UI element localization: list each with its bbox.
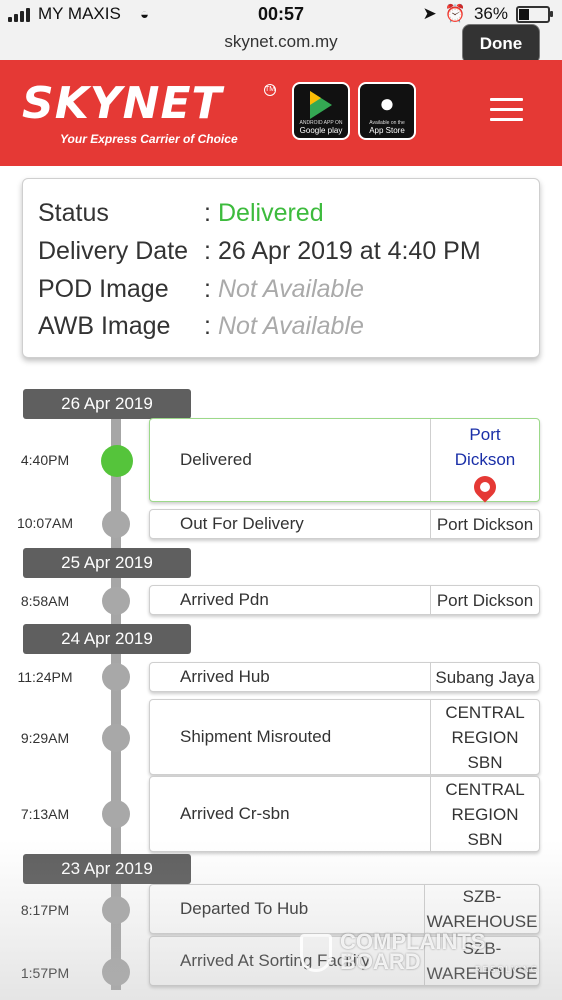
menu-icon[interactable] <box>490 98 523 128</box>
apple-icon: ● <box>379 88 395 118</box>
url-bar[interactable]: skynet.com.my <box>224 32 338 51</box>
timeline-dot <box>102 587 130 615</box>
battery-percent: 36% <box>473 4 508 23</box>
tracking-event: Arrived At Sorting Facility SZB- WAREHOU… <box>149 936 540 986</box>
wifi-icon: ◒ <box>140 6 150 23</box>
status-value: Delivered <box>218 199 324 227</box>
shipment-summary-card: Status : Delivered Delivery Date : 26 Ap… <box>22 178 540 358</box>
timeline-dot <box>102 724 130 752</box>
tracking-event: Arrived Cr-sbn CENTRAL REGION SBN <box>149 776 540 852</box>
tracking-event: Departed To Hub SZB- WAREHOUSE <box>149 884 540 934</box>
alarm-icon: ⏰ <box>444 4 466 23</box>
event-time: 10:07AM <box>16 515 74 531</box>
google-play-badge[interactable]: ANDROID APP ON Google play <box>292 82 350 140</box>
event-location: CENTRAL REGION SBN <box>430 777 539 851</box>
event-location: Port Dickson <box>430 586 539 614</box>
event-time: 1:57PM <box>20 965 70 981</box>
timeline-dot <box>102 958 130 986</box>
event-time: 8:58AM <box>20 593 70 609</box>
tracking-event: Arrived Pdn Port Dickson <box>149 585 540 615</box>
event-time: 9:29AM <box>20 730 70 746</box>
date-header: 23 Apr 2019 <box>23 854 191 884</box>
clock: 00:57 <box>257 4 305 24</box>
browser-status-bar: MY MAXIS ◒ 00:57 ➤ ⏰ 36% skynet.com.my D… <box>0 0 562 64</box>
tracking-event: Arrived Hub Subang Jaya <box>149 662 540 692</box>
timeline-dot <box>102 663 130 691</box>
timeline-dot <box>102 510 130 538</box>
timeline-line <box>111 410 121 990</box>
awb-image-value: Not Available <box>218 312 364 340</box>
timeline-dot <box>102 800 130 828</box>
event-time: 4:40PM <box>20 452 70 468</box>
date-header: 26 Apr 2019 <box>23 389 191 419</box>
event-status: Out For Delivery <box>180 514 304 533</box>
tracking-event: Out For Delivery Port Dickson <box>149 509 540 539</box>
event-location: CENTRAL REGION SBN <box>430 700 539 774</box>
map-pin-icon[interactable] <box>469 471 501 503</box>
skynet-logo[interactable]: SKYNET TM Your Express Carrier of Choice <box>22 82 282 146</box>
event-location: SZB- WAREHOUSE <box>424 937 539 985</box>
event-status: Arrived Pdn <box>180 590 269 609</box>
tagline: Your Express Carrier of Choice <box>60 132 238 146</box>
timeline-dot-delivered <box>101 445 133 477</box>
event-status: Delivered <box>180 450 252 469</box>
carrier-name: MY MAXIS <box>38 4 121 23</box>
event-time: 7:13AM <box>20 806 70 822</box>
event-status: Arrived Hub <box>180 667 270 686</box>
trademark-icon: TM <box>264 84 276 96</box>
tracking-event: Delivered Port Dickson <box>149 418 540 503</box>
location-icon: ➤ <box>422 4 437 23</box>
event-status: Shipment Misrouted <box>180 727 332 746</box>
event-location-link[interactable]: Port Dickson <box>430 419 539 503</box>
battery-icon <box>516 5 553 23</box>
shield-icon <box>300 934 332 972</box>
app-store-badge[interactable]: ● Available on the App Store <box>358 82 416 140</box>
brand-name: SKYNET <box>22 78 223 129</box>
delivery-date-value: 26 Apr 2019 at 4:40 PM <box>218 237 481 265</box>
timeline-dot <box>102 896 130 924</box>
event-time: 8:17PM <box>20 902 70 918</box>
signal-icon <box>8 8 30 22</box>
event-location: SZB- WAREHOUSE <box>424 885 539 933</box>
event-time: 11:24PM <box>17 669 73 685</box>
done-button[interactable]: Done <box>462 24 540 64</box>
site-header: SKYNET TM Your Express Carrier of Choice… <box>0 60 562 166</box>
tracking-event: Shipment Misrouted CENTRAL REGION SBN <box>149 699 540 775</box>
event-status: Arrived Cr-sbn <box>180 804 290 823</box>
watermark: COMPLAINTS BOARD RESOLVING <box>340 929 540 975</box>
event-location: Port Dickson <box>430 510 539 538</box>
pod-image-value: Not Available <box>218 275 364 303</box>
date-header: 24 Apr 2019 <box>23 624 191 654</box>
event-location: Subang Jaya <box>430 663 539 691</box>
event-status: Departed To Hub <box>180 899 309 918</box>
date-header: 25 Apr 2019 <box>23 548 191 578</box>
